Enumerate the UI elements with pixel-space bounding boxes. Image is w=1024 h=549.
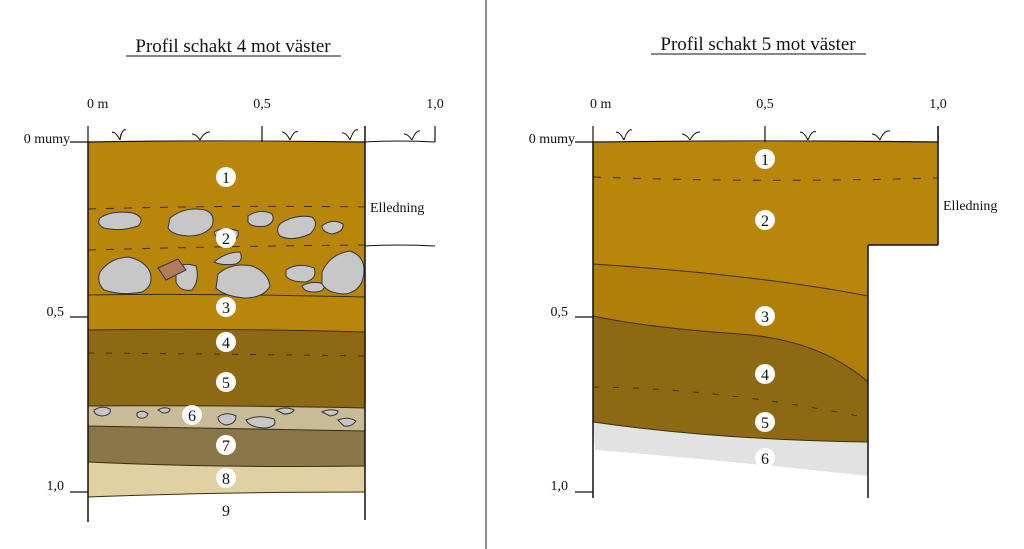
profile-5-layer-6 <box>593 422 868 476</box>
profile-4-layer-1-2 <box>88 142 365 297</box>
profile-5-title: Profil schakt 5 mot väster <box>660 34 856 55</box>
profile-5-layer-label-5: 5 <box>761 415 769 432</box>
profile-5-layer-markers: 1 2 3 4 5 6 <box>755 149 775 468</box>
profile-5-ytick-10: 1,0 <box>551 479 569 494</box>
profile-5-xtick-05: 0,5 <box>756 97 774 112</box>
profile-5-layer-4-5 <box>593 316 868 442</box>
profile-4: Profil schakt 4 mot väster 0 m 0,5 1,0 <box>24 36 444 522</box>
profile-5-layer-3 <box>593 264 868 382</box>
profile-4-layer-label-9: 9 <box>222 503 230 520</box>
profile-5-grass <box>615 129 891 141</box>
profile-4-layer-label-8: 8 <box>222 471 230 488</box>
profile-4-layer-label-6: 6 <box>188 408 196 425</box>
profile-5-layer-label-4: 4 <box>761 367 769 384</box>
profile-4-layer-label-7: 7 <box>222 438 230 455</box>
profile-4-pipe-label: Elledning <box>370 201 424 216</box>
profile-4-xtick-10: 1,0 <box>426 97 444 112</box>
profile-5: Profil schakt 5 mot väster 0 m 0,5 1,0 0 <box>529 34 997 498</box>
profile-4-layer-4-5 <box>88 329 365 408</box>
profile-5-layer-label-2: 2 <box>761 213 769 230</box>
profile-5-layer-label-3: 3 <box>761 309 769 326</box>
profile-4-ytick-0: 0 mumy <box>24 132 70 147</box>
profile-4-layer-label-4: 4 <box>222 335 230 352</box>
profile-4-grass <box>111 129 421 141</box>
profile-5-xtick-10: 1,0 <box>929 97 947 112</box>
profile-4-gravel <box>93 406 357 429</box>
profile-5-pipe-label: Elledning <box>943 199 997 214</box>
profile-4-xtick-0: 0 m <box>87 97 109 112</box>
profile-4-layer-label-2: 2 <box>222 231 230 248</box>
profile-4-title: Profil schakt 4 mot väster <box>135 36 331 57</box>
profile-4-brick <box>157 258 187 281</box>
profile-4-layer-label-5: 5 <box>222 375 230 392</box>
profile-5-layer-label-6: 6 <box>761 451 769 468</box>
profile-5-layer-label-1: 1 <box>761 152 769 169</box>
profile-4-layer-label-1: 1 <box>222 170 230 187</box>
profile-4-ytick-10: 1,0 <box>47 479 65 494</box>
profile-4-xtick-05: 0,5 <box>253 97 271 112</box>
profile-5-ytick-05: 0,5 <box>551 305 569 320</box>
profile-4-layer-markers: 1 2 3 4 5 6 7 8 9 <box>182 167 236 520</box>
profile-5-ytick-0: 0 mumy <box>529 132 575 147</box>
profile-5-xtick-0: 0 m <box>590 97 612 112</box>
profile-4-layer-label-3: 3 <box>222 300 230 317</box>
profile-4-ytick-05: 0,5 <box>47 305 65 320</box>
